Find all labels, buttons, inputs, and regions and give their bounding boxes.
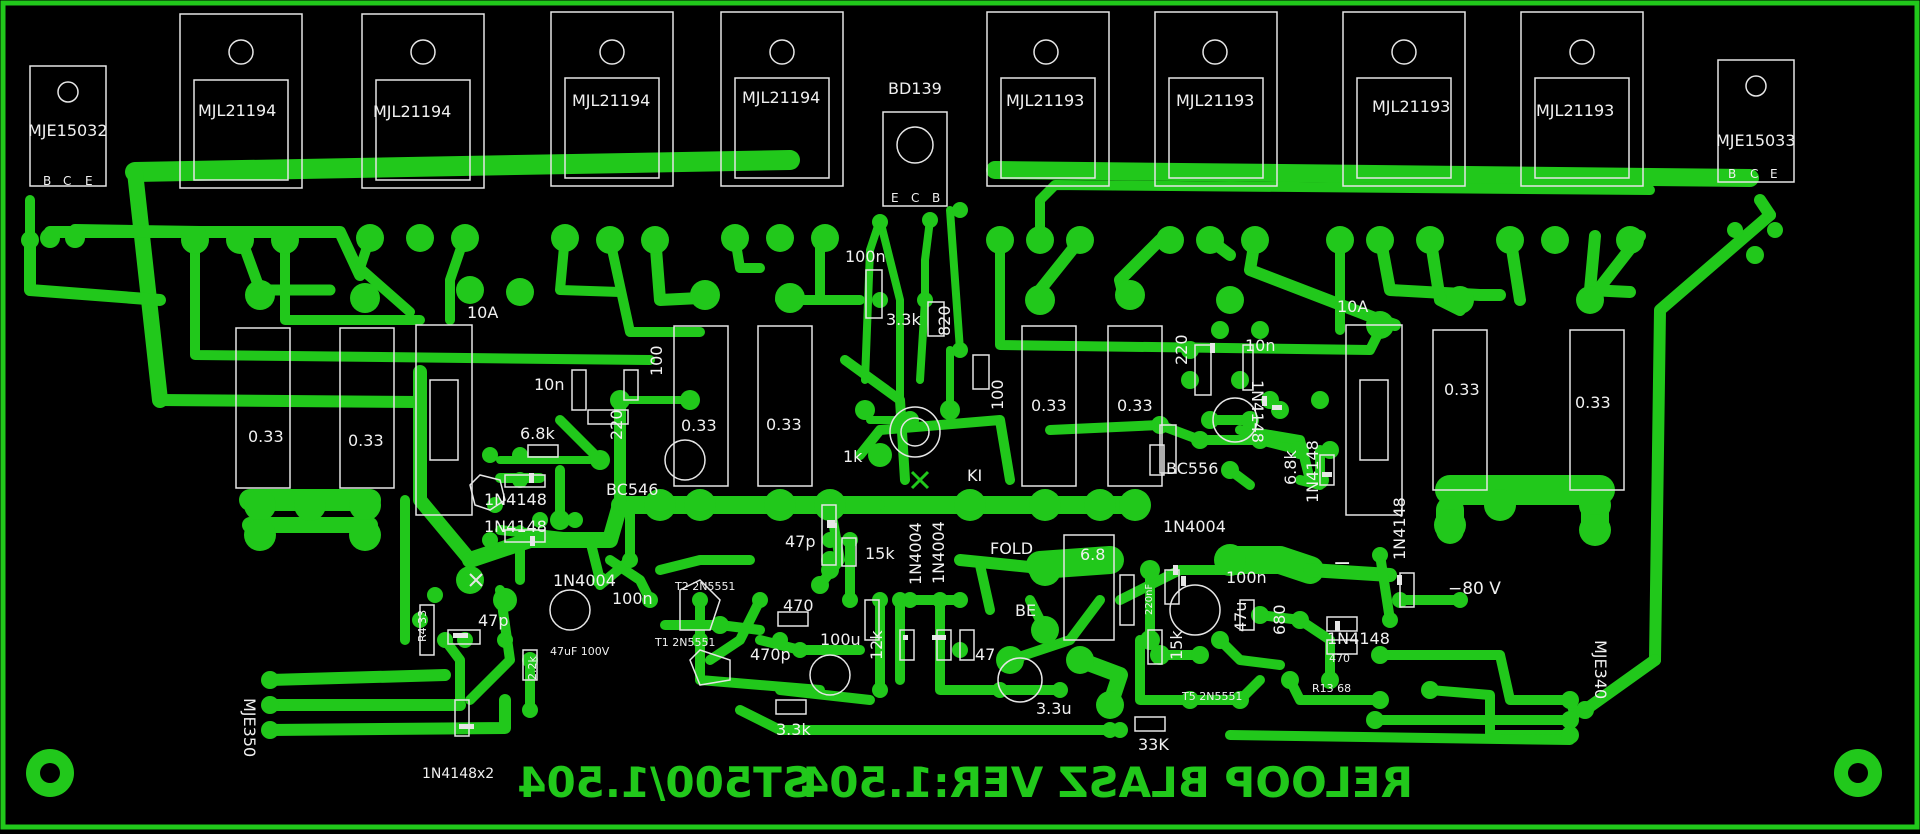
cap-label: 470p [750,645,791,664]
transistor-label: MJL21194 [198,101,276,120]
component-labels: MJE15032 B C E MJL21194 MJL21194 MJL2119… [28,79,1796,782]
transistor-label: MJL21193 [1176,91,1254,110]
resistor-value: 0.33 [1117,396,1153,415]
resistor-label: 12k [867,630,886,660]
transistor-label: MJL21194 [572,91,650,110]
transistor-label: MJL21193 [1372,97,1450,116]
resistor-label: 2.2k [526,656,539,680]
resistor-label: 15k [1167,630,1186,660]
diode-label: 1N4148 [1303,440,1322,503]
diode-label: 1N4004 [1163,517,1226,536]
diode-label: 1N4004 [553,571,616,590]
resistor-value: 0.33 [1444,380,1480,399]
transistor-label: T2 2N5551 [674,580,735,593]
transistor-label: MJL21193 [1006,91,1084,110]
cap-label: 10n [534,375,565,394]
transistor-label: MJL21194 [742,88,820,107]
silkscreen-outlines [29,11,1795,737]
transistor-label: MJE15033 [1716,131,1796,150]
transistor-label: T1 2N5551 [654,636,715,649]
transistor-label: BC556 [1166,459,1218,478]
resistor-label: 100 [647,345,666,376]
pin-c: C [63,174,71,188]
silk-marks [453,343,1402,729]
resistor-label: 47 [975,645,995,664]
cap-label: 47uF 100V [550,645,610,658]
diode-label: 1N4148x2 [422,766,494,782]
pin-c: C [1750,167,1758,181]
voltage-label: −80 V [1448,579,1501,599]
transistor-label: BC546 [606,480,658,499]
diode-label: 1N4004 [929,521,948,584]
resistor-label: R13 68 [1312,682,1351,695]
diode-label: 1N4148 [1327,629,1390,648]
cap-label: 47p [478,611,509,630]
cap-label: 100u [820,630,861,649]
pin-b: B [1728,167,1736,181]
cap-label: 220nF [1144,584,1155,615]
fold-label: FOLD [990,539,1033,558]
resistor-value: 0.33 [681,416,717,435]
resistor-label: 220 [607,409,626,440]
ki-label: KI [967,466,982,485]
fuse-label: 10A [1337,297,1368,316]
transistor-label: T5 2N5551 [1181,690,1242,703]
resistor-label: 100 [988,379,1007,410]
dash-label: − [1333,551,1351,576]
be-label: BE [1015,601,1036,620]
transistor-label: MJE350 [240,698,259,757]
resistor-label: 470 [783,596,814,615]
resistor-label: 6.8 [1080,545,1105,564]
resistor-value: 0.33 [1031,396,1067,415]
transistor-label: MJE340 [1591,640,1610,699]
cap-label: 47u [1231,602,1250,633]
resistor-label: 3.3k [886,310,921,329]
transistor-label: MJL21194 [373,102,451,121]
board-id-text: ST500/1.504 [517,758,812,807]
resistor-label: 470 [1329,652,1350,665]
x-marks [469,573,483,587]
pin-e: E [1770,167,1778,181]
resistor-label: 3.3k [776,720,811,739]
cap-label: 10n [1245,336,1276,355]
diode-label: 1N4148 [484,517,547,536]
board-version-text: RELOOP BLASZ VER:1.504 [800,758,1413,807]
x-marks-green [910,470,930,490]
resistor-value: 0.33 [766,415,802,434]
mounting-holes [40,763,1868,783]
diode-label: 1N4148 [1248,380,1267,443]
diode-label: 1N4004 [906,522,925,585]
resistor-label: R4 33 [416,610,429,642]
cap-label: 47p [785,532,816,551]
cap-label: 3.3u [1036,699,1072,718]
transistor-label: MJL21193 [1536,101,1614,120]
cap-label: 100n [845,247,886,266]
resistor-label: 220 [1172,334,1191,365]
resistor-label: 6.8k [1281,450,1300,485]
resistor-label: 1k [843,447,863,466]
cap-label: 100n [612,589,653,608]
pin-b: B [932,191,940,205]
pin-c: C [911,191,919,205]
pin-e: E [891,191,899,205]
mirrored-text: ST500/1.504 RELOOP BLASZ VER:1.504 [517,758,1413,807]
resistor-label: 33K [1138,735,1169,754]
resistor-value: 0.33 [348,431,384,450]
pin-e: E [85,174,93,188]
diode-label: 1N4148 [484,490,547,509]
transistor-label: MJE15032 [28,121,108,140]
resistor-label: 15k [865,544,895,563]
diode-label: 1N4148 [1390,497,1409,560]
pin-b: B [43,174,51,188]
cap-label: 100n [1226,568,1267,587]
resistor-label: 820 [935,305,954,336]
resistor-label: 680 [1270,604,1289,635]
transistor-label: BD139 [888,79,942,98]
resistor-value: 0.33 [1575,393,1611,412]
resistor-label: 6.8k [520,424,555,443]
fuse-label: 10A [467,303,498,322]
resistor-value: 0.33 [248,427,284,446]
